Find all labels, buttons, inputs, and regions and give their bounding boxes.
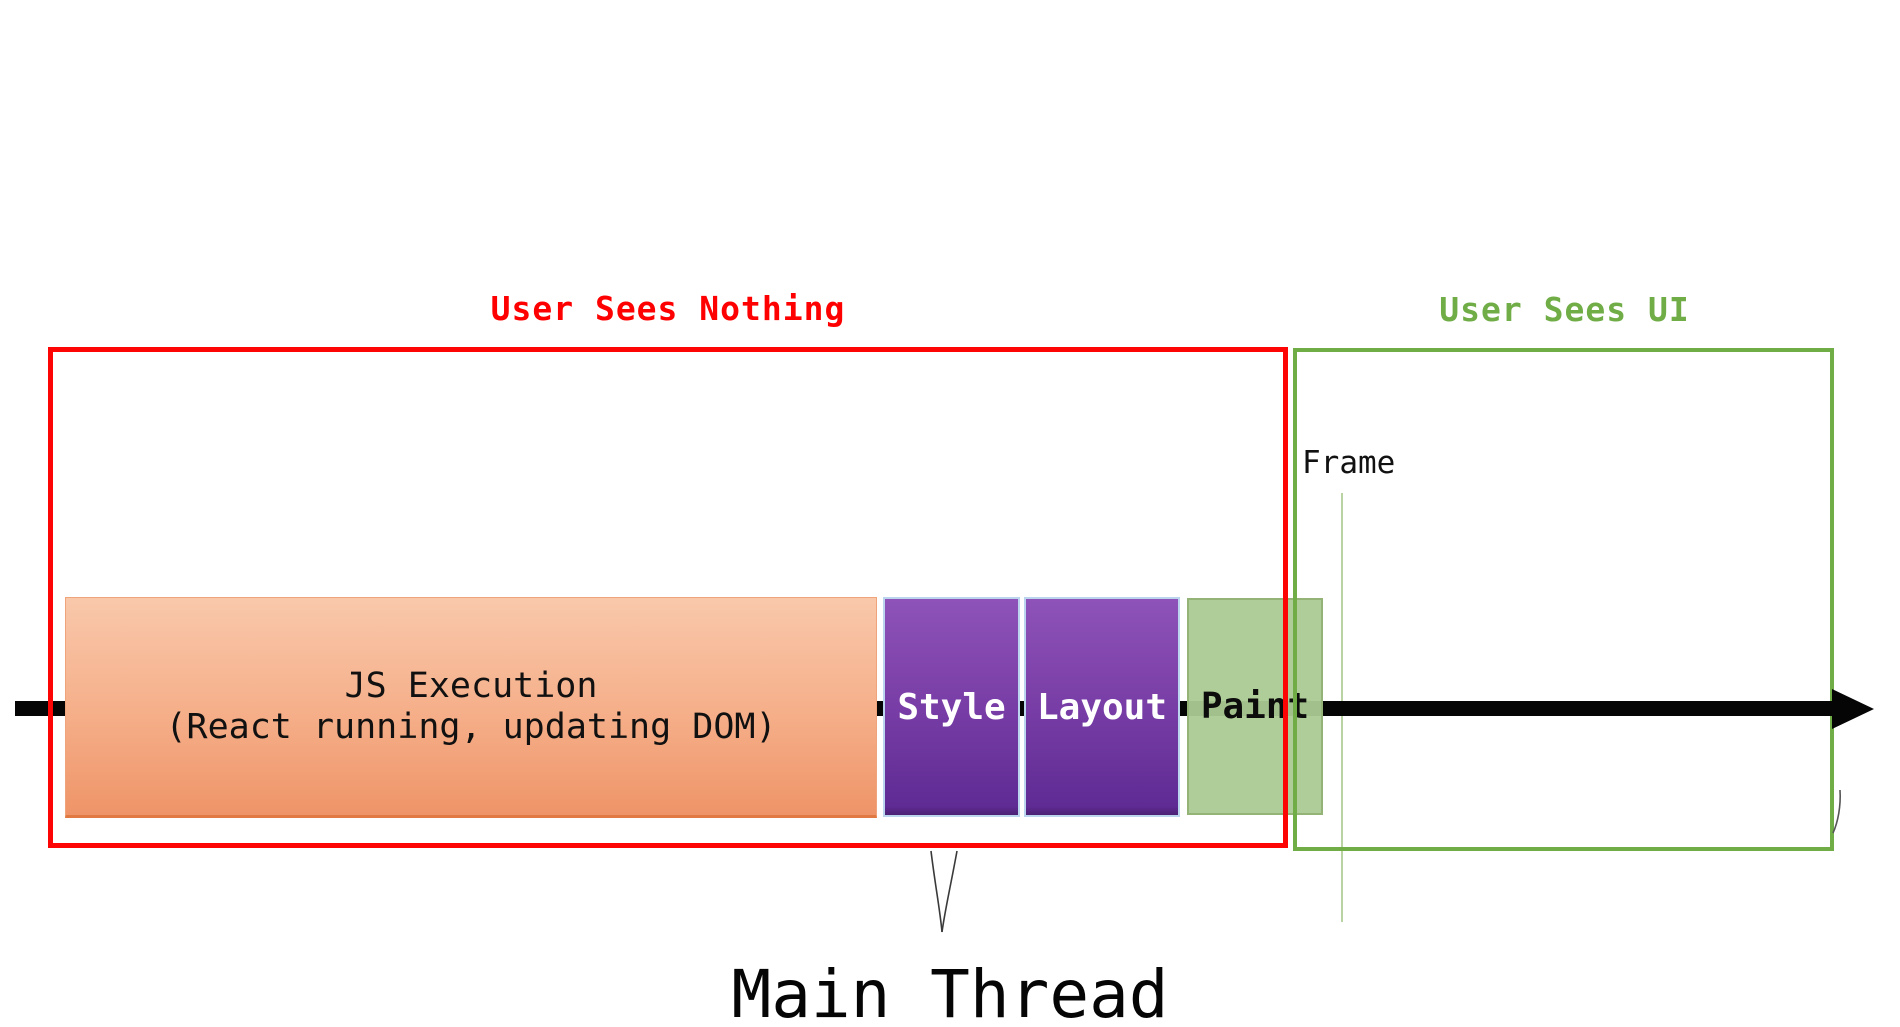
corner-curve-mark — [1832, 789, 1841, 834]
block-style-label: Style — [897, 686, 1006, 728]
block-paint: Paint — [1187, 598, 1323, 815]
block-js-execution-label: JS Execution (React running, updating DO… — [165, 666, 776, 748]
block-layout: Layout — [1024, 597, 1180, 817]
label-user-sees-nothing: User Sees Nothing — [490, 289, 846, 328]
user-sees-nothing-region — [48, 347, 1288, 848]
timeline-arrow-shaft-right — [1323, 701, 1835, 716]
js-execution-line2: (React running, updating DOM) — [165, 706, 777, 747]
main-thread-title: Main Thread — [731, 956, 1169, 1027]
js-execution-line1: JS Execution — [344, 665, 598, 706]
label-user-sees-ui: User Sees UI — [1439, 290, 1690, 329]
block-paint-label: Paint — [1200, 686, 1310, 727]
frame-label: Frame — [1302, 445, 1396, 481]
block-layout-label: Layout — [1036, 686, 1168, 728]
main-thread-callout-pointer — [930, 850, 958, 933]
timeline-arrow-head — [1832, 689, 1874, 729]
user-sees-ui-region — [1293, 348, 1834, 851]
block-js-execution: JS Execution (React running, updating DO… — [65, 597, 877, 818]
block-style: Style — [883, 597, 1020, 817]
